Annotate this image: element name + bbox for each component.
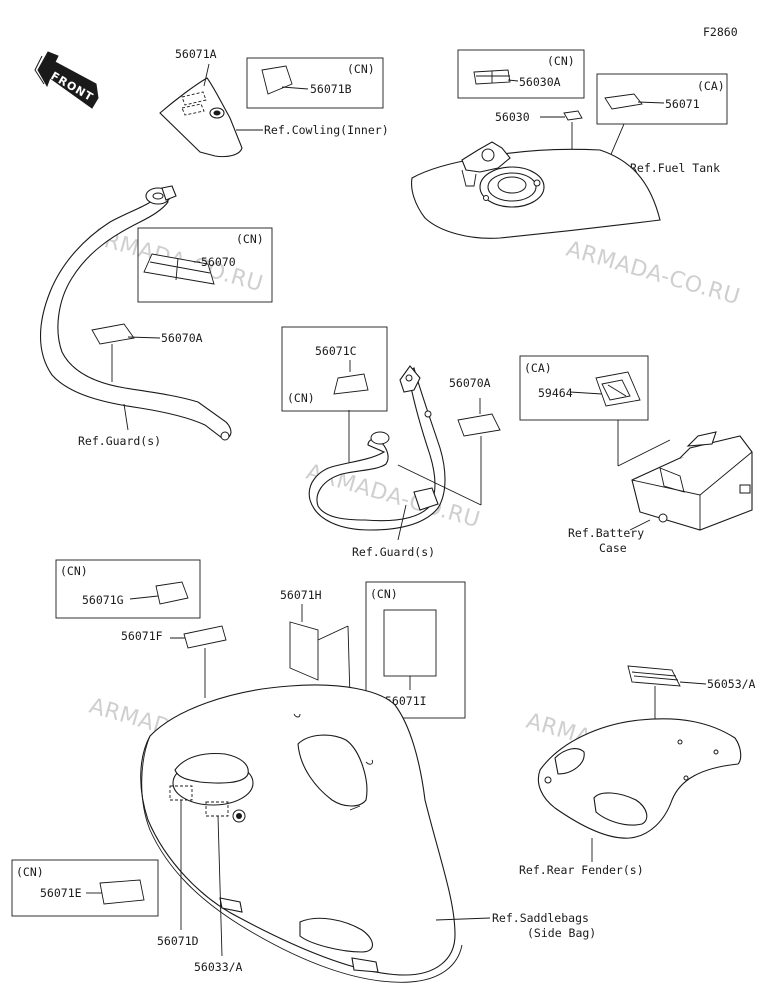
fuel-tank-drawing <box>411 141 661 239</box>
ref-guard-left: Ref.Guard(s) <box>78 434 161 448</box>
figure-code: F2860 <box>703 25 738 39</box>
decal-56071G <box>155 581 189 605</box>
cn-box-56071C <box>281 326 388 412</box>
label-56053A: 56053/A <box>707 677 756 691</box>
label-56030: 56030 <box>495 110 530 124</box>
decal-56070 <box>143 253 215 285</box>
region-tag-cn: (CN) <box>287 391 315 405</box>
cn-box-56070 <box>137 227 273 303</box>
cn-box-56071E <box>11 859 159 917</box>
decal-56071E <box>99 879 145 905</box>
region-tag-cn: (CN) <box>547 54 575 68</box>
label-56070: 56070 <box>201 255 236 269</box>
region-tag-cn: (CN) <box>370 587 398 601</box>
ref-saddlebags-line2: (Side Bag) <box>527 926 596 940</box>
guard-mid-drawing <box>308 365 446 531</box>
decal-56071 <box>604 93 643 110</box>
region-tag-cn: (CN) <box>16 865 44 879</box>
region-tag-cn: (CN) <box>60 564 88 578</box>
label-56071A: 56071A <box>175 47 217 61</box>
ref-battery-case-line1: Ref.Battery <box>568 526 644 540</box>
label-56070A-left: 56070A <box>161 331 203 345</box>
decal-56070A-mid <box>457 413 501 437</box>
ref-battery-case-line2: Case <box>599 541 627 555</box>
region-tag-cn: (CN) <box>236 232 264 246</box>
ref-fuel-tank: Ref.Fuel Tank <box>630 161 720 175</box>
decal-56071F <box>183 625 227 649</box>
decal-56030 <box>563 110 583 121</box>
label-56071: 56071 <box>665 97 700 111</box>
label-56071H: 56071H <box>280 588 322 602</box>
cn-box-56071G <box>55 559 201 619</box>
label-56071C: 56071C <box>315 344 357 358</box>
cn-box-56030A <box>457 49 585 99</box>
region-tag-ca: (CA) <box>697 79 725 93</box>
battery-case-drawing <box>631 431 753 531</box>
decal-56070A <box>91 323 135 345</box>
ref-cowling-inner: Ref.Cowling(Inner) <box>264 123 389 137</box>
decal-56071C <box>333 373 369 395</box>
front-arrow-icon <box>34 51 99 109</box>
watermark: ARMADA-CO.RU <box>563 237 743 311</box>
decal-56071I <box>383 609 437 677</box>
ca-box-59464 <box>519 355 649 421</box>
label-56033A: 56033/A <box>194 960 243 974</box>
label-56071B: 56071B <box>310 82 352 96</box>
ca-box-56071 <box>596 73 728 125</box>
ref-rear-fender: Ref.Rear Fender(s) <box>519 863 644 877</box>
label-56071E: 56071E <box>40 886 82 900</box>
decal-56071H <box>289 621 319 681</box>
decal-56053A <box>627 665 681 687</box>
cn-box-56071I <box>365 581 466 719</box>
label-56071G: 56071G <box>82 593 124 607</box>
ref-saddlebags-line1: Ref.Saddlebags <box>492 911 589 925</box>
cowling-inner-drawing <box>159 77 243 158</box>
label-56071F: 56071F <box>121 629 163 643</box>
label-56070A-mid: 56070A <box>449 376 491 390</box>
label-59464: 59464 <box>538 386 573 400</box>
cn-box-56071B <box>246 57 384 109</box>
region-tag-cn: (CN) <box>347 62 375 76</box>
ref-guard-mid: Ref.Guard(s) <box>352 545 435 559</box>
label-56071D: 56071D <box>157 934 199 948</box>
label-56071I: 56071I <box>385 694 427 708</box>
guard-left-drawing <box>39 185 232 441</box>
decal-56071B <box>261 65 293 95</box>
rear-fender-drawing <box>537 718 742 839</box>
region-tag-ca: (CA) <box>524 361 552 375</box>
label-56030A: 56030A <box>519 75 561 89</box>
decal-59464 <box>595 371 641 407</box>
saddlebag-drawing <box>140 684 463 983</box>
